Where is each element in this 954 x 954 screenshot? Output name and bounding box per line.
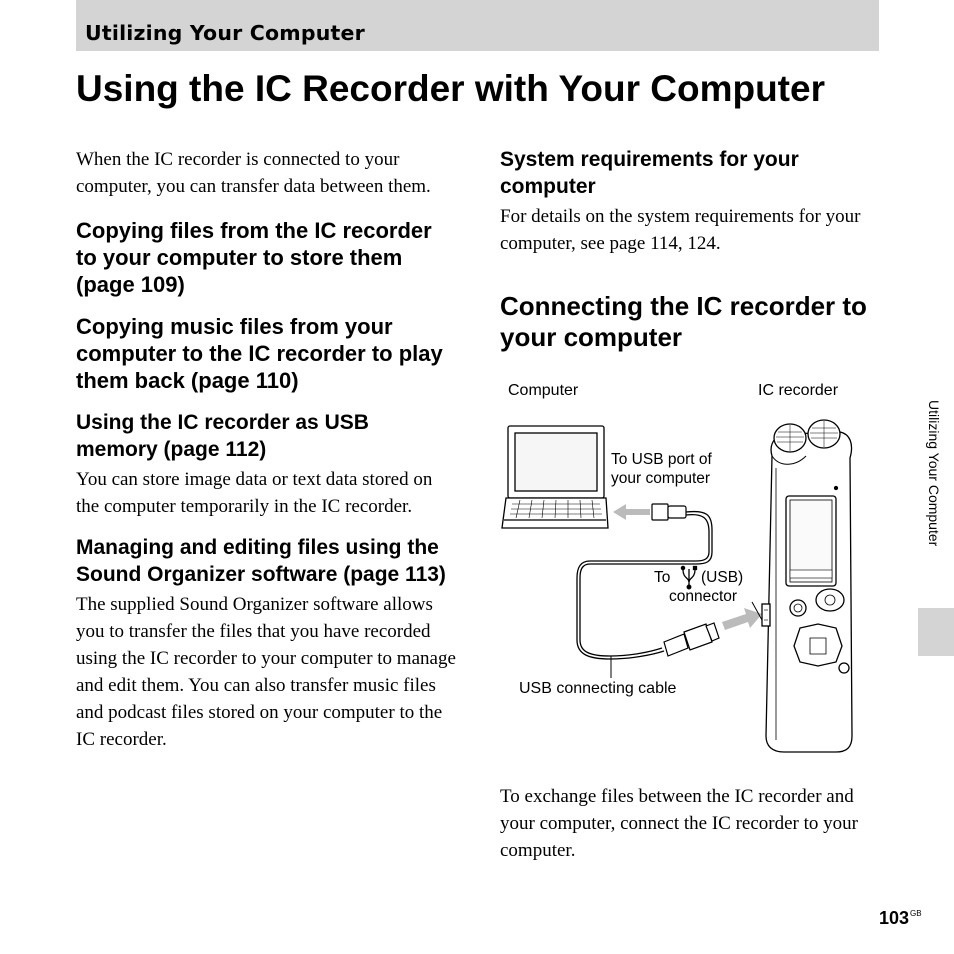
section-header-label: Utilizing Your Computer bbox=[85, 21, 365, 45]
heading-system-requirements: System requirements for your computer bbox=[500, 148, 799, 198]
side-tab-marker bbox=[918, 608, 954, 656]
usb-icon bbox=[680, 565, 698, 590]
to-label: To bbox=[654, 569, 671, 586]
usb-port-label-line1: To USB port of bbox=[611, 451, 712, 468]
heading-copy-files: Copying files from the IC recorder to yo… bbox=[76, 218, 432, 297]
arrow-to-recorder-icon bbox=[722, 608, 762, 630]
page-number: 103GB bbox=[879, 908, 922, 929]
connecting-paragraph: To exchange files between the IC recorde… bbox=[500, 786, 858, 861]
connection-diagram: Computer IC recorder To USB port of your… bbox=[500, 372, 880, 762]
system-requirements-paragraph: For details on the system requirements f… bbox=[500, 206, 861, 254]
section-header-band: Utilizing Your Computer bbox=[76, 0, 879, 51]
heading-managing: Managing and editing files using the Sou… bbox=[76, 536, 446, 586]
left-column: When the IC recorder is connected to you… bbox=[76, 146, 456, 753]
intro-paragraph: When the IC recorder is connected to you… bbox=[76, 149, 431, 197]
arrow-to-computer-icon bbox=[613, 504, 650, 520]
usb-cable bbox=[579, 510, 713, 657]
heading-usb-memory: Using the IC recorder as USB memory (pag… bbox=[76, 411, 369, 461]
right-column: System requirements for your computer Fo… bbox=[500, 146, 880, 353]
side-tab-label: Utilizing Your Computer bbox=[926, 400, 942, 547]
page-number-suffix: GB bbox=[910, 909, 922, 918]
usb-plug-recorder-icon bbox=[663, 622, 720, 657]
usb-port-label-line2: your computer bbox=[611, 470, 711, 487]
heading-connecting: Connecting the IC recorder to your compu… bbox=[500, 291, 867, 352]
ic-recorder-icon bbox=[761, 419, 853, 753]
usb-plug-computer-icon bbox=[651, 503, 687, 521]
page-number-value: 103 bbox=[879, 908, 910, 928]
connection-illustration bbox=[501, 419, 853, 753]
heading-copy-music: Copying music files from your computer t… bbox=[76, 314, 443, 393]
ic-recorder-label: IC recorder bbox=[758, 382, 839, 399]
computer-label: Computer bbox=[508, 382, 579, 399]
usb-cable-label: USB connecting cable bbox=[519, 680, 677, 697]
managing-paragraph: The supplied Sound Organizer software al… bbox=[76, 594, 456, 750]
usb-label: (USB) bbox=[701, 569, 744, 586]
laptop-icon bbox=[501, 425, 609, 529]
usb-memory-paragraph: You can store image data or text data st… bbox=[76, 469, 433, 517]
connector-label: connector bbox=[669, 588, 738, 605]
page-title: Using the IC Recorder with Your Computer bbox=[76, 68, 825, 109]
